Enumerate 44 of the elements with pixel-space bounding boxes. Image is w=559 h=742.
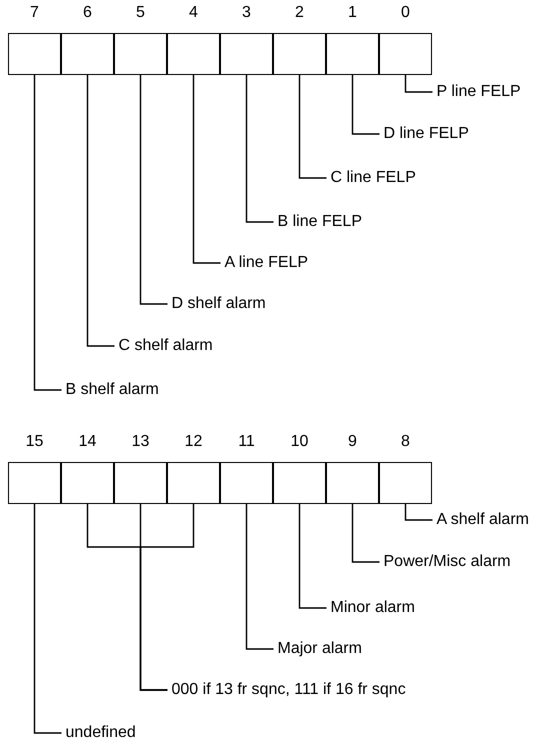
field-label: undefined xyxy=(66,723,136,742)
bit-number: 4 xyxy=(188,3,199,23)
bit-number: 10 xyxy=(290,432,310,452)
leader-line xyxy=(404,75,432,93)
leader-line xyxy=(34,75,62,391)
leader-line xyxy=(298,75,326,179)
leader-line xyxy=(352,75,380,135)
bit-number: 12 xyxy=(184,432,204,452)
field-label: P line FELP xyxy=(436,82,521,102)
bit-number: 0 xyxy=(400,3,411,23)
bit-number: 5 xyxy=(135,3,146,23)
leader-line xyxy=(246,75,274,223)
field-label: A shelf alarm xyxy=(436,510,529,530)
field-label: B shelf alarm xyxy=(66,380,159,400)
leader-line xyxy=(298,504,326,609)
leader-line xyxy=(352,504,380,563)
field-label: D line FELP xyxy=(384,124,469,144)
bit-number: 14 xyxy=(78,432,98,452)
bit-number: 11 xyxy=(237,432,256,452)
bit-number: 2 xyxy=(294,3,305,23)
leader-line xyxy=(140,504,194,691)
field-label: Major alarm xyxy=(278,639,362,659)
field-label: A line FELP xyxy=(224,253,308,273)
leader-line xyxy=(34,504,62,734)
bit-number: 8 xyxy=(400,432,411,452)
leader-line xyxy=(246,504,274,650)
bit-number: 3 xyxy=(241,3,252,23)
field-label: B line FELP xyxy=(278,212,362,232)
bit-number: 13 xyxy=(130,432,150,452)
leader-line xyxy=(140,75,168,305)
bit-number: 6 xyxy=(82,3,93,23)
bit-number: 15 xyxy=(24,432,44,452)
leader-line xyxy=(192,75,220,264)
field-label: 000 if 13 fr sqnc, 111 if 16 fr sqnc xyxy=(172,680,406,700)
leader-line xyxy=(404,504,432,521)
field-label: D shelf alarm xyxy=(172,294,266,314)
bit-number: 7 xyxy=(29,3,40,23)
field-label: C shelf alarm xyxy=(118,336,213,356)
bit-number: 1 xyxy=(347,3,358,23)
leader-line xyxy=(86,75,114,347)
field-label: C line FELP xyxy=(330,168,416,188)
bit-number: 9 xyxy=(347,432,358,452)
field-label: Minor alarm xyxy=(330,598,415,618)
field-label: Power/Misc alarm xyxy=(384,552,511,572)
